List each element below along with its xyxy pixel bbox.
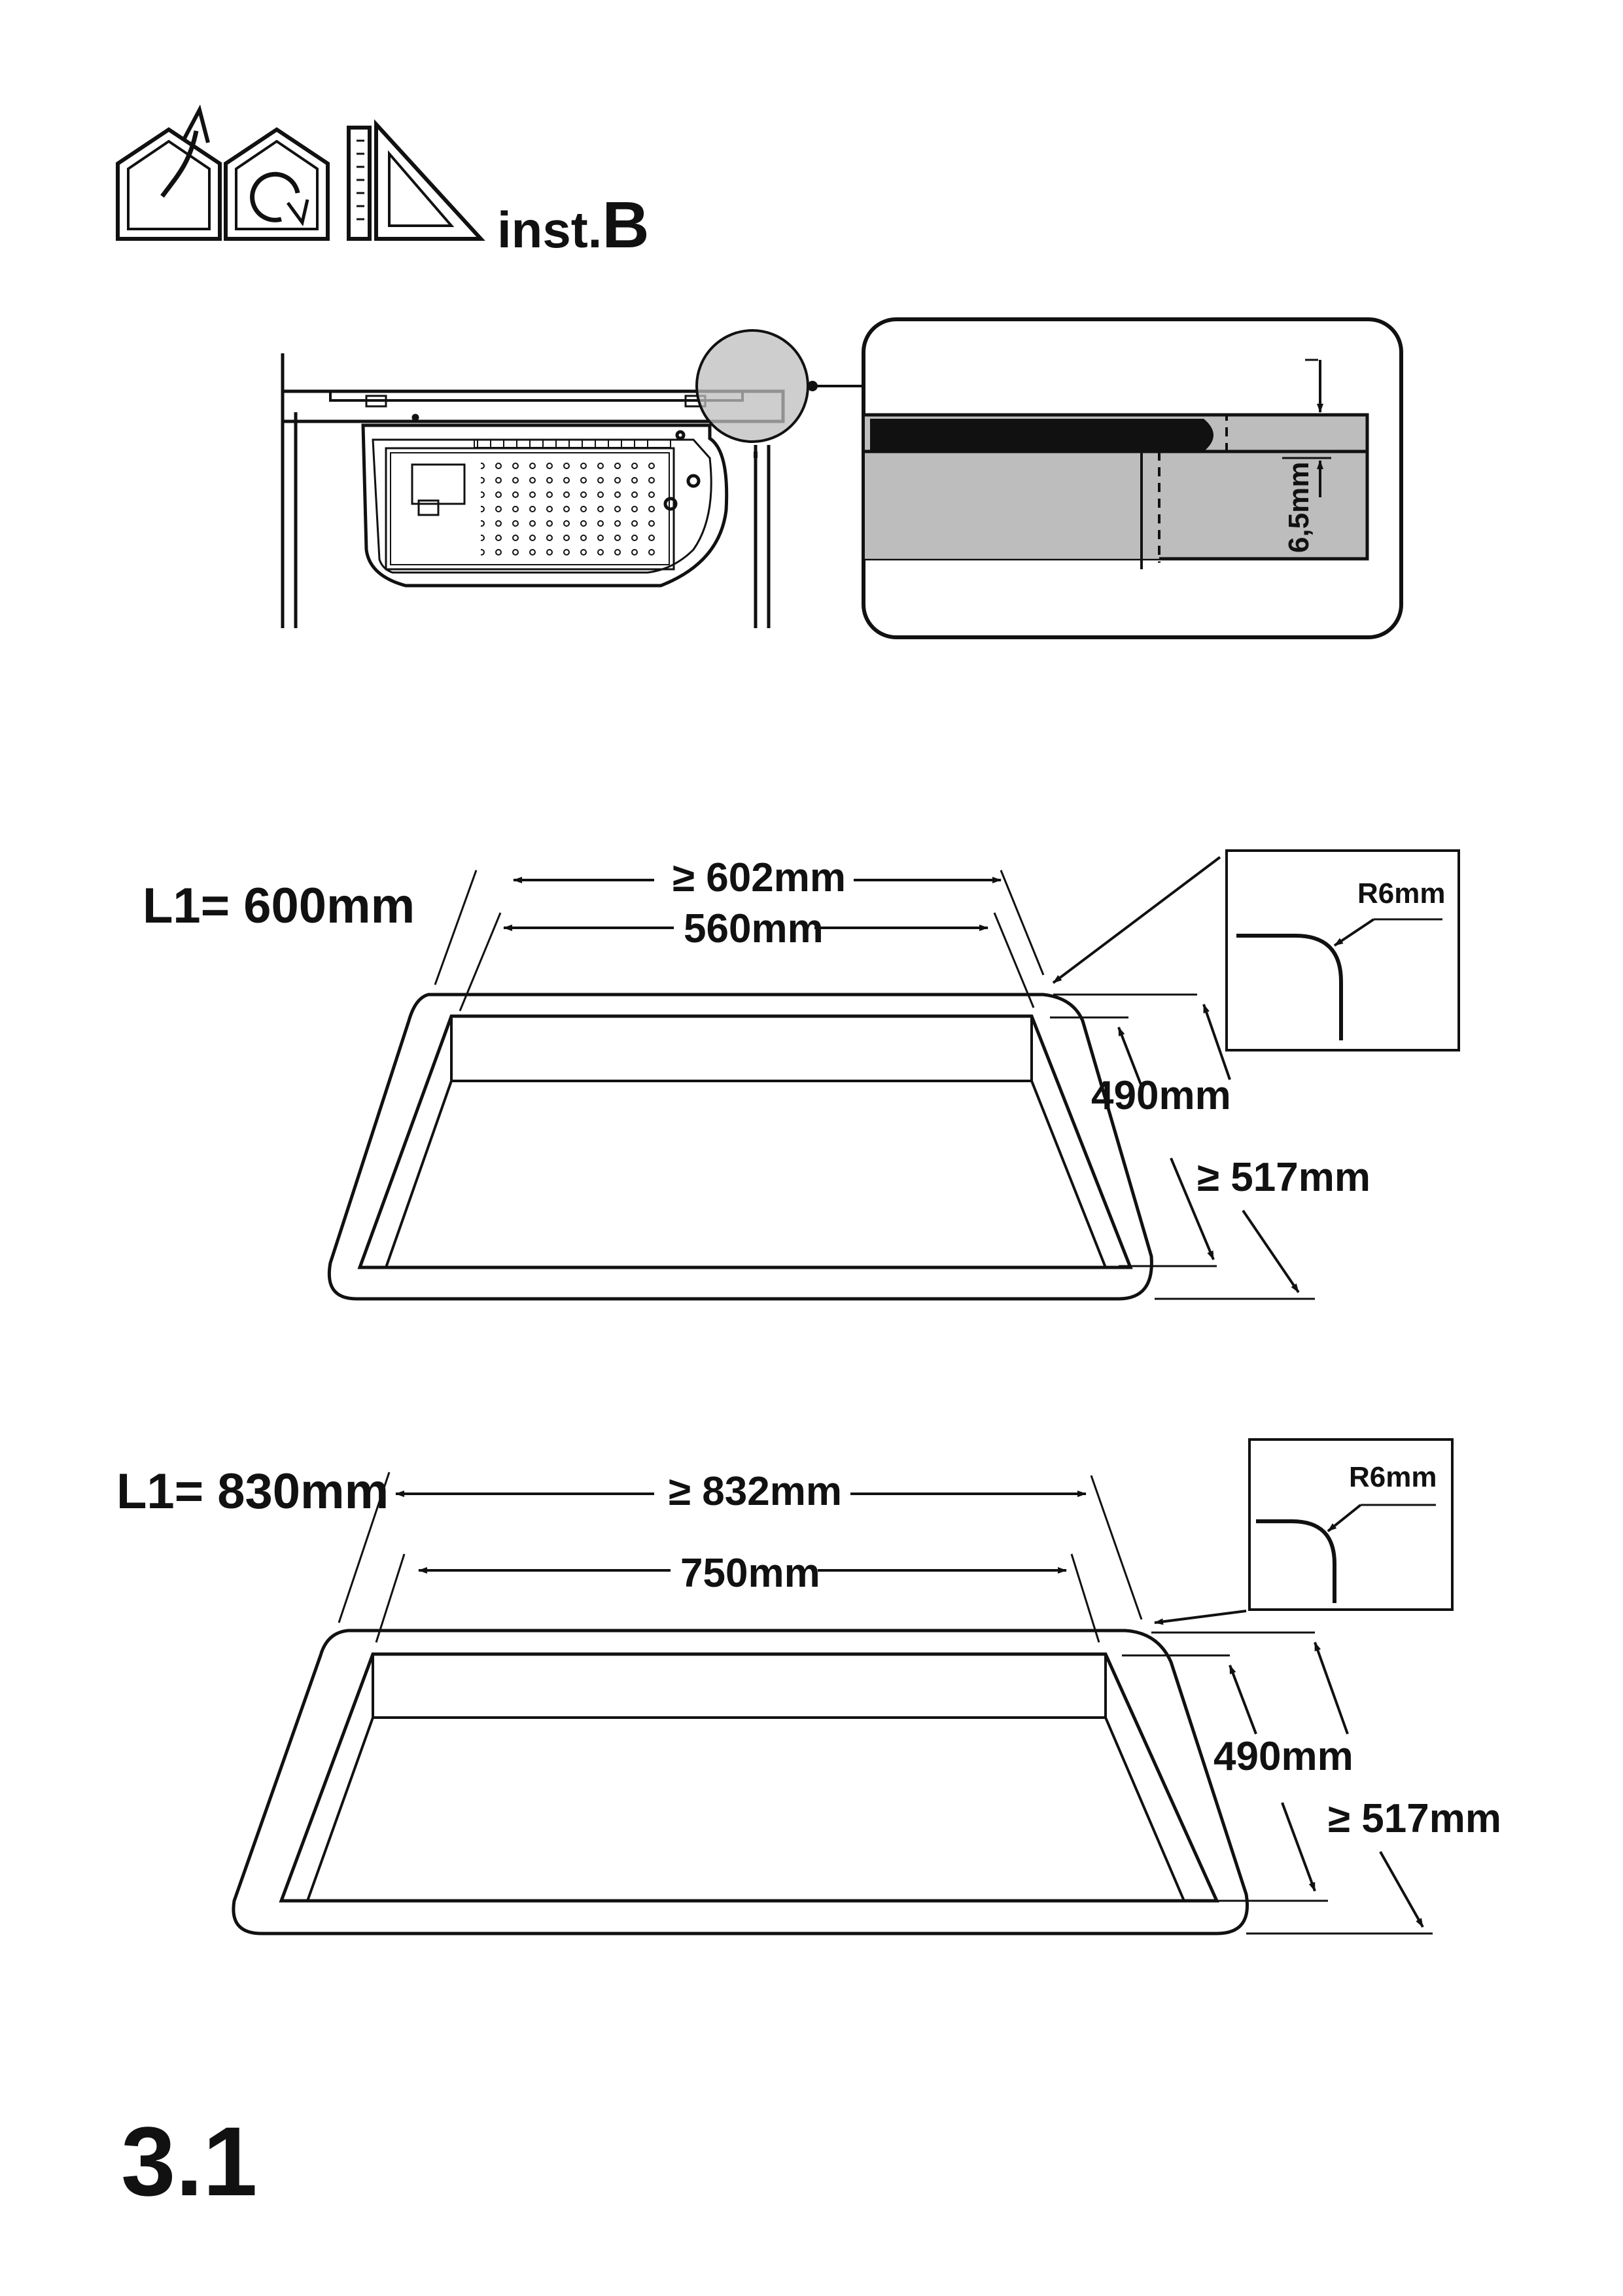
cutout-830-outer-depth: ≥ 517mm xyxy=(1328,1796,1501,1841)
ruler-set-square-icon xyxy=(347,119,485,241)
hob-side-view xyxy=(281,353,785,628)
house-recirculate-icon xyxy=(224,127,330,241)
gap-label: 6,5mm xyxy=(1283,462,1315,553)
cutout-600-inner-depth: 490mm xyxy=(1091,1073,1231,1118)
cutout-600-title: L1= 600mm xyxy=(143,878,415,934)
cutout-600-radius: R6mm xyxy=(1357,877,1446,910)
cutout-830: L1= 830mm ≥ 832mm 750mm 490mm ≥ 517mm xyxy=(116,1438,1501,1935)
cutout-830-inner-depth: 490mm xyxy=(1213,1734,1353,1779)
house-vent-out-icon xyxy=(116,104,222,241)
install-type-label: inst.B xyxy=(497,188,650,262)
cutout-830-outer-width: ≥ 832mm xyxy=(669,1469,842,1514)
detail-box: 6,5mm xyxy=(862,317,1403,639)
cutout-600-outer-depth: ≥ 517mm xyxy=(1197,1155,1370,1200)
page-number: 3.1 xyxy=(121,2106,258,2216)
detail-magnifier xyxy=(695,329,809,443)
cutout-830-title: L1= 830mm xyxy=(116,1464,389,1519)
cutout-830-inner-width: 750mm xyxy=(680,1551,820,1596)
cutout-600-inner-width: 560mm xyxy=(684,906,824,951)
cutout-600: L1= 600mm ≥ 602mm 560mm 490mm ≥ 517mm xyxy=(143,849,1460,1301)
cutout-600-outer-width: ≥ 602mm xyxy=(672,855,846,900)
cutout-830-radius: R6mm xyxy=(1349,1461,1437,1493)
